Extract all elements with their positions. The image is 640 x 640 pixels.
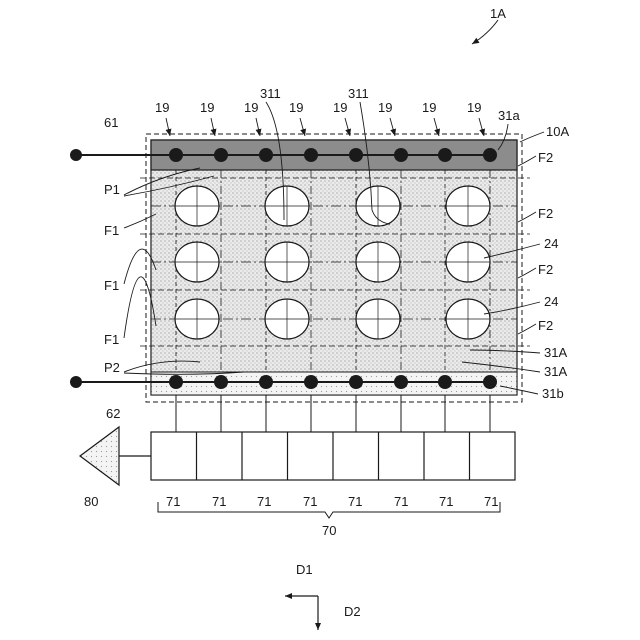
p1-label: P1 <box>104 182 120 197</box>
dot-leader <box>479 118 484 136</box>
dot-leader <box>256 118 260 136</box>
layer-label: 31A <box>544 364 567 379</box>
dot-label: 19 <box>467 100 481 115</box>
dir-d2-label: D2 <box>344 604 361 619</box>
line-bottom-terminal <box>70 376 82 388</box>
f2-label: F2 <box>538 150 553 165</box>
dir-d1-label: D1 <box>296 562 313 577</box>
dot-label: 19 <box>378 100 392 115</box>
upper-strip-label: 31a <box>498 108 520 123</box>
f2-leader <box>518 324 536 334</box>
block-label: 71 <box>394 494 408 509</box>
dot-leader <box>434 118 439 136</box>
f1-label: F1 <box>104 332 119 347</box>
f2-leader <box>518 268 536 278</box>
f2-label: F2 <box>538 318 553 333</box>
dot-label: 19 <box>200 100 214 115</box>
line-bottom-label: 62 <box>106 406 120 421</box>
dot-leader <box>300 118 305 136</box>
block-label: 71 <box>257 494 271 509</box>
block-label: 71 <box>439 494 453 509</box>
block-label: 71 <box>348 494 362 509</box>
p2-label: P2 <box>104 360 120 375</box>
panel-label: 10A <box>546 124 569 139</box>
dot-leader <box>211 118 215 136</box>
dot-label: 19 <box>244 100 258 115</box>
block-label: 71 <box>484 494 498 509</box>
figure-pointer <box>472 20 498 44</box>
block-label: 71 <box>303 494 317 509</box>
layer-label: 24 <box>544 236 558 251</box>
lens-label: 311 <box>348 86 369 101</box>
connector-stems <box>176 395 490 432</box>
f2-label: F2 <box>538 206 553 221</box>
arrow-element-label: 80 <box>84 494 98 509</box>
dot-leader <box>166 118 170 136</box>
f2-leader <box>518 156 536 166</box>
f2-leader <box>518 212 536 222</box>
layer-label: 31A <box>544 345 567 360</box>
dot-leader <box>345 118 350 136</box>
panel-leader <box>520 132 544 142</box>
f2-label: F2 <box>538 262 553 277</box>
block-dividers <box>197 432 470 480</box>
dot-label: 19 <box>155 100 169 115</box>
lower-band <box>151 372 517 395</box>
line-top-terminal <box>70 149 82 161</box>
dot-label: 19 <box>422 100 436 115</box>
f1-label: F1 <box>104 223 119 238</box>
block-label: 71 <box>166 494 180 509</box>
f1-label: F1 <box>104 278 119 293</box>
dot-leader <box>390 118 395 136</box>
arrow-element <box>80 427 119 485</box>
dot-label: 19 <box>333 100 347 115</box>
lens-label: 311 <box>260 86 281 101</box>
dot-label: 19 <box>289 100 303 115</box>
line-top-label: 61 <box>104 115 118 130</box>
layer-label: 24 <box>544 294 558 309</box>
block-label: 71 <box>212 494 226 509</box>
group-label: 70 <box>322 523 336 538</box>
lower-strip-label: 31b <box>542 386 564 401</box>
figure-label: 1A <box>490 6 506 21</box>
